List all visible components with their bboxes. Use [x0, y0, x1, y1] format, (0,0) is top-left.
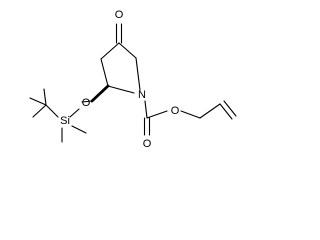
bond-c3-c2 [100, 58, 109, 87]
atom-label: O [171, 105, 180, 117]
atom-label: O [143, 138, 152, 150]
bond-tbu-methyl-1 [29, 97, 47, 106]
atom-label: Si [60, 115, 70, 127]
bond-si-methyl-2 [71, 125, 87, 134]
ketone-double-bond [115, 23, 123, 44]
bond-ch2-ether-o [81, 100, 93, 103]
atom-ketone-oxygen: O [115, 9, 124, 21]
atom-label: O [115, 9, 124, 21]
atom-ether-oxygen: O [82, 97, 91, 109]
vinyl-bond-line-2 [223, 100, 237, 117]
atom-ester-oxygen: O [171, 105, 180, 117]
atom-silicon: Si [60, 115, 70, 127]
bond-ester-o-ch2 [180, 110, 201, 119]
pyrrolidine-ring [100, 42, 141, 94]
bond-c4-c5 [118, 42, 137, 59]
bond-c2-ch2 [90, 84, 110, 103]
bond-si-tbu-c [45, 104, 59, 118]
bond-tbu-methyl-2 [43, 88, 47, 106]
bond-n-carbonyl-c [144, 100, 148, 119]
stereo-bond [90, 84, 110, 103]
bond-ch2-ch [199, 103, 221, 119]
bond-tbu-methyl-3 [32, 104, 47, 118]
bond-c5-n1 [135, 57, 141, 91]
carbamate-double-bond [143, 117, 151, 136]
vinyl-double-bond [219, 100, 237, 120]
bond-carbonyl-c-ester-o [146, 110, 168, 119]
bond-ether-o-si [69, 108, 80, 118]
atom-label: N [138, 89, 146, 101]
atom-label: O [82, 97, 91, 109]
bond-c4-c3 [100, 42, 120, 60]
chemical-structure-diagram: O N O Si O O [29, 9, 237, 150]
atom-carbonyl-oxygen: O [143, 138, 152, 150]
bond-c2-n1 [107, 85, 135, 94]
vinyl-bond-line-1 [219, 103, 233, 120]
atom-ring-nitrogen: N [138, 89, 146, 101]
